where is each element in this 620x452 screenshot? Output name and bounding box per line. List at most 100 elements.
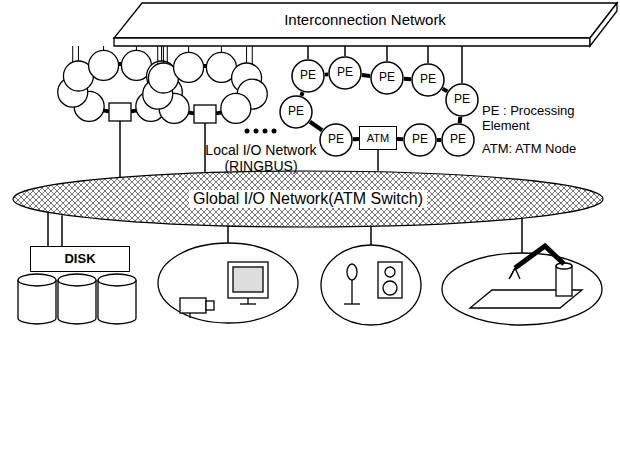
hanging-link bbox=[103, 46, 104, 50]
robot-base bbox=[556, 266, 572, 296]
hanging-link bbox=[78, 46, 79, 61]
hanging-link bbox=[163, 46, 164, 63]
camera-body bbox=[180, 298, 206, 313]
pe-ring bbox=[58, 46, 183, 195]
dot bbox=[245, 129, 250, 134]
pe-circle bbox=[446, 84, 478, 116]
switch-ellipse bbox=[13, 171, 603, 227]
network-link bbox=[377, 150, 379, 171]
cylinder-top bbox=[98, 274, 136, 286]
node-text: PE bbox=[337, 66, 353, 79]
hanging-link bbox=[188, 46, 189, 52]
ringbus-link bbox=[437, 138, 441, 142]
processing-element bbox=[174, 52, 204, 82]
processing-element: PE bbox=[445, 83, 479, 117]
pe-circle bbox=[292, 60, 324, 92]
ringbus-link bbox=[443, 89, 448, 92]
network-link bbox=[344, 46, 346, 56]
hanging-link bbox=[161, 46, 162, 61]
processing-element bbox=[89, 50, 119, 80]
node-text: PE bbox=[379, 71, 395, 84]
camera-stand bbox=[189, 313, 190, 318]
dot bbox=[272, 129, 277, 134]
ringbus-link bbox=[362, 73, 370, 78]
ringbus-link bbox=[301, 92, 302, 96]
processing-element: PE bbox=[403, 123, 437, 157]
processing-element: PE bbox=[411, 63, 445, 97]
network-label: Local I/O Network (RINGBUS) bbox=[196, 142, 326, 174]
pe-circle bbox=[280, 96, 312, 128]
ringbus-link bbox=[404, 77, 411, 81]
audio-devices bbox=[321, 245, 421, 325]
robot-arm bbox=[515, 246, 564, 268]
robot-gripper bbox=[509, 268, 515, 279]
node-text: PE bbox=[420, 73, 436, 86]
monitor-base bbox=[240, 303, 256, 304]
disk-unit: DISK bbox=[30, 246, 130, 272]
network-link bbox=[307, 46, 309, 59]
disk-cylinders bbox=[18, 274, 136, 324]
atm-node bbox=[194, 105, 216, 123]
processing-element: PE bbox=[279, 95, 313, 129]
monitor-screen bbox=[233, 267, 263, 292]
legend-note: ATM: ATM Node bbox=[482, 142, 616, 157]
node-text: Global I/O Network(ATM Switch) bbox=[189, 190, 427, 208]
dot bbox=[263, 129, 268, 134]
ringbus-link bbox=[325, 72, 328, 76]
microphone bbox=[347, 264, 357, 280]
node-text: PE bbox=[412, 133, 428, 146]
video-devices bbox=[158, 243, 298, 323]
microphone-base bbox=[344, 303, 360, 304]
speaker-cone bbox=[383, 281, 397, 295]
ellipsis-dots bbox=[245, 129, 277, 134]
hanging-link bbox=[246, 46, 247, 63]
processing-element: PE bbox=[291, 59, 325, 93]
pe-circle bbox=[371, 62, 403, 94]
band-top bbox=[114, 3, 617, 38]
atm-node bbox=[109, 103, 131, 121]
pe-circle bbox=[329, 57, 361, 89]
network-link bbox=[47, 213, 49, 246]
robot-gripper bbox=[510, 268, 515, 278]
network-link bbox=[61, 215, 63, 246]
monitor-stand bbox=[247, 298, 248, 304]
node-text: ATM bbox=[367, 132, 389, 144]
speaker bbox=[378, 262, 402, 298]
node-text: DISK bbox=[64, 252, 95, 266]
atm-node: ATM bbox=[359, 126, 397, 150]
microphone-stand bbox=[351, 280, 352, 304]
node-text: PE bbox=[300, 69, 316, 82]
atm-switch-ellipse: Global I/O Network(ATM Switch) bbox=[12, 170, 604, 228]
device-group bbox=[158, 243, 298, 323]
cylinder-top bbox=[58, 274, 96, 286]
device-group bbox=[321, 245, 421, 325]
node-text: PE bbox=[288, 105, 304, 118]
hanging-link bbox=[136, 46, 137, 50]
ringbus-link bbox=[397, 137, 403, 141]
pe-circle bbox=[320, 124, 352, 156]
node-text: Interconnection Network bbox=[284, 12, 446, 39]
processing-element: PE bbox=[328, 56, 362, 90]
camera-lens bbox=[206, 301, 214, 310]
node-text: PE bbox=[454, 93, 470, 106]
wire bbox=[521, 215, 523, 253]
band-side bbox=[590, 3, 617, 46]
cylinder-top bbox=[18, 274, 56, 286]
network-link bbox=[427, 46, 429, 63]
hanging-link bbox=[221, 46, 222, 52]
speaker-cone bbox=[385, 267, 395, 277]
pe-circle bbox=[404, 124, 436, 156]
ringbus-link bbox=[458, 117, 463, 123]
dot bbox=[254, 129, 259, 134]
pe-circle bbox=[412, 64, 444, 96]
interconnection-network-band: Interconnection Network bbox=[112, 2, 618, 48]
band-front bbox=[114, 38, 590, 46]
processing-element bbox=[221, 93, 251, 123]
node-text: PE bbox=[328, 133, 344, 146]
node-text: PE bbox=[450, 133, 466, 146]
network-link bbox=[386, 46, 388, 61]
processing-element: PE bbox=[370, 61, 404, 95]
robot bbox=[442, 246, 602, 325]
